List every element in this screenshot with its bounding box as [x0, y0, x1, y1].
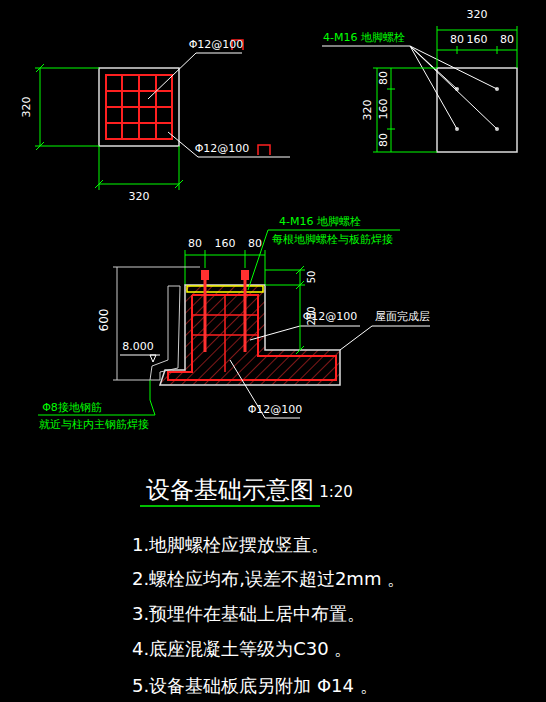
drawing-label: 160 [467, 34, 488, 46]
foundation-section [38, 230, 430, 506]
drawing-label: 1.地脚螺栓应摆放竖直。 [132, 535, 329, 555]
drawing-label: 4-M16 地脚螺栓 [279, 216, 361, 228]
drawing-label: 80 [500, 34, 514, 46]
drawing-label: 5.设备基础板底另附加 Φ14 。 [132, 676, 378, 696]
drawing-label: 2.螺栓应均布,误差不超过2mm 。 [132, 569, 405, 589]
drawing-label: 50 [306, 271, 317, 284]
drawing-label: 320 [21, 97, 33, 118]
drawing-label: 4-M16 地脚螺栓 [323, 32, 405, 44]
drawing-label: 80 [378, 133, 390, 147]
drawing-label: Φ12@100 [303, 311, 358, 323]
drawing-label: 4.底座混凝土等级为C30 。 [132, 639, 352, 659]
drawing-label: 600 [98, 309, 111, 332]
drawing-label: 320 [362, 100, 374, 121]
drawing-label: Φ12@100 [248, 404, 303, 416]
drawing-label: Φ12@100 [189, 39, 244, 51]
rebar-plan [35, 40, 290, 190]
drawing-label: 80 [450, 34, 464, 46]
drawing-label: 就近与柱内主钢筋焊接 [39, 419, 149, 431]
drawing-label: 80 [248, 238, 262, 250]
drawing-label: 1:20 [319, 484, 353, 501]
drawing-label: 每根地脚螺栓与板筋焊接 [272, 234, 393, 246]
drawing-title: 设备基础示意图 [146, 477, 314, 503]
bolt-plan [322, 26, 517, 152]
drawing-label: 80 [188, 238, 202, 250]
drawing-label: 80 [378, 71, 390, 85]
drawing-label: 160 [215, 238, 236, 250]
drawing-label: 屋面完成层 [375, 311, 430, 323]
drawing-label: Φ12@100 [195, 143, 250, 155]
drawing-label: 160 [378, 99, 390, 120]
drawing-label: 320 [467, 9, 488, 21]
drawing-label: 320 [129, 191, 150, 203]
drawing-label: Φ8接地钢筋 [42, 402, 102, 414]
drawing-label: 3.预埋件在基础上居中布置。 [132, 604, 365, 624]
drawing-label: 8.000 [122, 341, 154, 353]
